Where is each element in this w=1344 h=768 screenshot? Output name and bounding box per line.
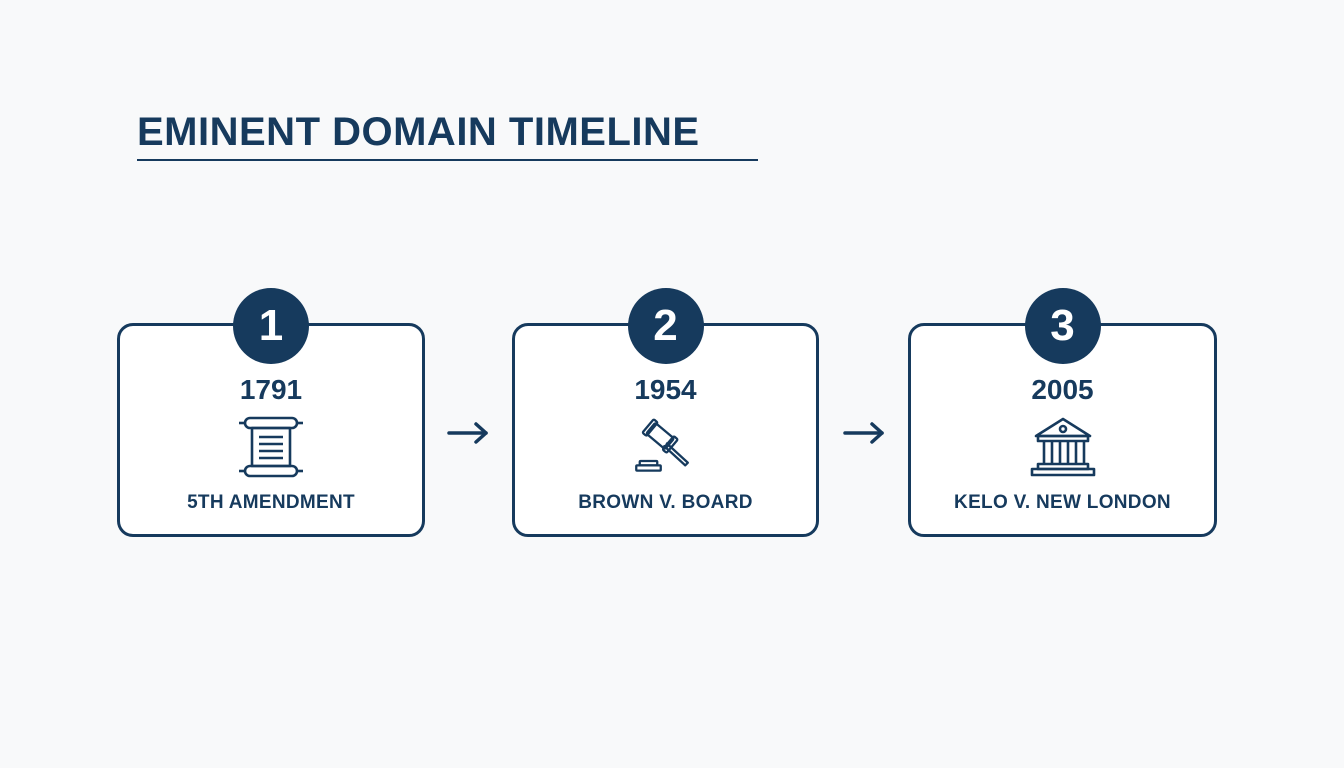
timeline-step-1: 1 1791 5TH AMENDMENT bbox=[117, 288, 425, 537]
step-label: KELO V. NEW LONDON bbox=[954, 492, 1171, 513]
step-number-badge: 2 bbox=[627, 288, 704, 364]
step-year: 1954 bbox=[634, 374, 697, 405]
step-number-badge: 3 bbox=[1024, 288, 1101, 364]
step-year: 2005 bbox=[1031, 374, 1094, 405]
page-title: EMINENT DOMAIN TIMELINE bbox=[137, 110, 700, 154]
courthouse-icon bbox=[1030, 417, 1095, 477]
timeline-step-3: 3 2005 KELO V. NEW LONDON bbox=[908, 288, 1217, 537]
step-label: BROWN V. BOARD bbox=[578, 492, 753, 513]
title-underline bbox=[137, 159, 758, 161]
step-year: 1791 bbox=[239, 374, 303, 405]
arrow-right-icon bbox=[843, 422, 884, 444]
gavel-icon bbox=[634, 418, 689, 472]
step-number-badge: 1 bbox=[233, 288, 309, 364]
scroll-icon bbox=[239, 416, 303, 478]
step-label: 5TH AMENDMENT bbox=[187, 492, 355, 513]
timeline-step-2: 2 1954 BROWN V. BOARD bbox=[512, 288, 819, 537]
arrow-right-icon bbox=[447, 422, 488, 444]
